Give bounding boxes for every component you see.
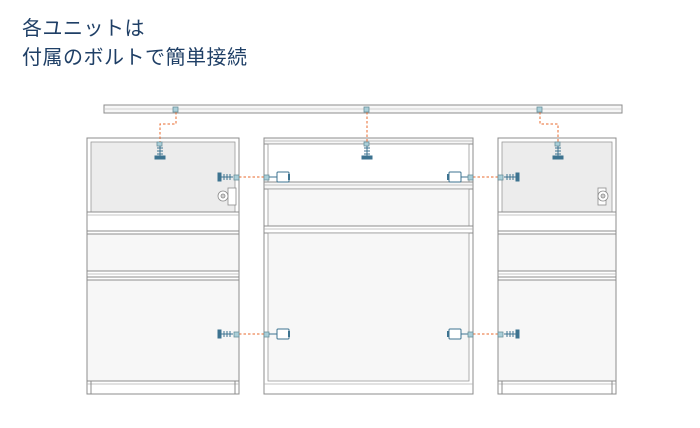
side-bolt-right-lower	[497, 329, 520, 339]
hinge-right	[597, 187, 609, 206]
rail-connection-points	[172, 106, 543, 113]
top-bolt-center	[361, 141, 373, 160]
side-bolt-left-upper	[217, 172, 240, 182]
center-unit	[263, 137, 474, 395]
left-unit	[86, 137, 240, 395]
top-rail	[103, 104, 623, 114]
connector-nut-left-lower	[263, 328, 290, 340]
top-bolt-left	[154, 141, 166, 160]
side-bolt-right-upper	[497, 172, 520, 182]
connector-nut-right-lower	[447, 328, 474, 340]
title-line-1: 各ユニットは	[22, 16, 145, 40]
side-bolt-left-lower	[217, 329, 240, 339]
page-title: 各ユニットは 付属のボルトで簡単接続	[22, 14, 248, 72]
hinge-left	[217, 187, 237, 206]
top-bolt-right	[552, 141, 564, 160]
connector-nut-left-upper	[263, 171, 290, 183]
connection-guides	[159, 112, 559, 335]
connector-nut-right-upper	[447, 171, 474, 183]
title-line-2: 付属のボルトで簡単接続	[22, 45, 248, 69]
